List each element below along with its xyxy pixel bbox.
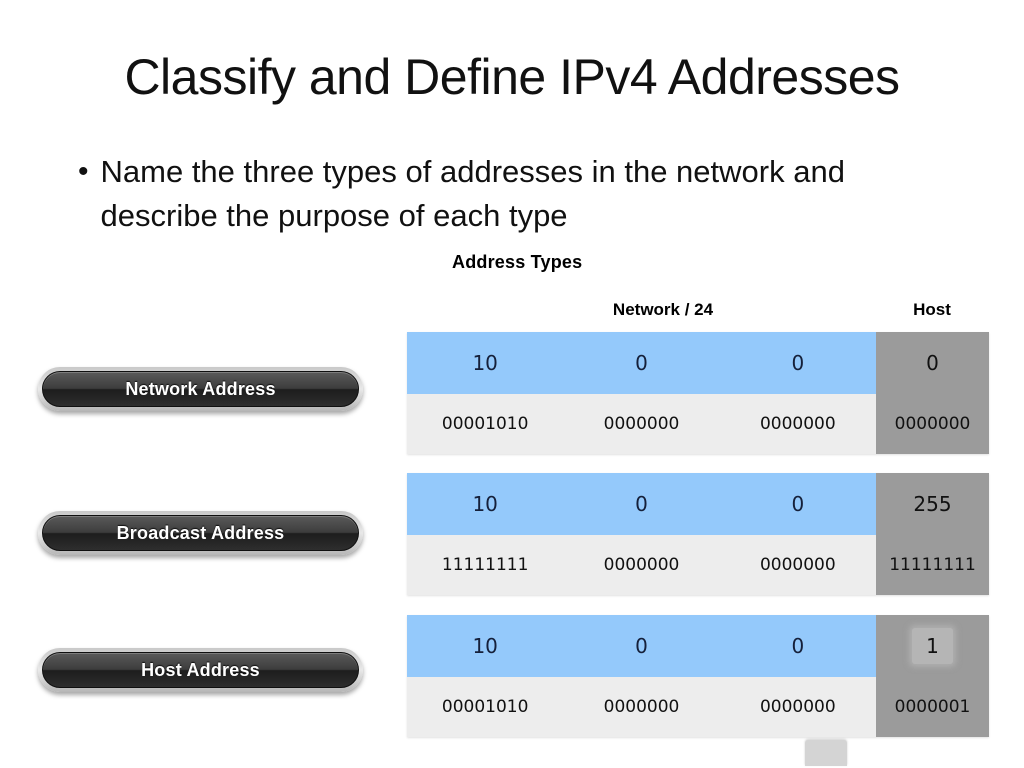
label-button-network-address[interactable]: Network Address [38, 367, 363, 411]
binary-row: 00001010 0000000 0000000 0000000 [407, 394, 989, 454]
octet: 0000000 [759, 414, 836, 434]
host-octet: 0 [926, 351, 939, 375]
octet: 00001010 [441, 414, 529, 434]
button-face: Broadcast Address [42, 515, 359, 551]
network-portion: 00001010 0000000 0000000 [407, 677, 876, 737]
button-label: Broadcast Address [116, 522, 285, 543]
button-label: Network Address [125, 378, 276, 399]
octet: 00001010 [441, 697, 529, 717]
cut-off-shape [805, 740, 847, 766]
host-portion: 1 [876, 615, 989, 677]
bullet-dot-icon: • [78, 155, 89, 188]
host-octet-highlighted: 1 [912, 628, 953, 664]
host-portion: 0000001 [876, 677, 989, 737]
decimal-row: 10 0 0 0 [407, 332, 989, 394]
network-portion: 11111111 0000000 0000000 [407, 535, 876, 595]
list-item: • Name the three types of addresses in t… [78, 150, 978, 238]
host-octet: 0000000 [894, 414, 971, 434]
binary-row: 00001010 0000000 0000000 0000001 [407, 677, 989, 737]
column-header-host: Host [913, 300, 951, 319]
column-header-network: Network / 24 [612, 300, 714, 319]
octet: 0 [791, 634, 805, 658]
octet: 10 [472, 634, 498, 658]
host-portion: 255 [876, 473, 989, 535]
page-title: Classify and Define IPv4 Addresses [124, 49, 900, 105]
table-row: 10 0 0 1 00001010 0000000 0000000 000000… [407, 615, 989, 737]
octet: 10 [472, 351, 498, 375]
table-row: 10 0 0 255 11111111 0000000 0000000 1111… [407, 473, 989, 595]
label-button-broadcast-address[interactable]: Broadcast Address [38, 511, 363, 555]
label-button-host-address[interactable]: Host Address [38, 648, 363, 692]
network-portion: 00001010 0000000 0000000 [407, 394, 876, 454]
octet: 11111111 [441, 555, 529, 575]
host-portion: 0 [876, 332, 989, 394]
octet: 0000000 [603, 697, 680, 717]
octet: 0000000 [603, 414, 680, 434]
host-portion: 0000000 [876, 394, 989, 454]
network-portion: 10 0 0 [407, 473, 876, 535]
diagram-title: Address Types [452, 252, 583, 272]
binary-row: 11111111 0000000 0000000 11111111 [407, 535, 989, 595]
bullet-text: Name the three types of addresses in the… [100, 154, 845, 233]
host-portion: 11111111 [876, 535, 989, 595]
decimal-row: 10 0 0 1 [407, 615, 989, 677]
button-label: Host Address [141, 659, 260, 680]
button-face: Network Address [42, 371, 359, 407]
octet: 0 [791, 351, 805, 375]
host-octet: 11111111 [889, 555, 976, 575]
decimal-row: 10 0 0 255 [407, 473, 989, 535]
octet: 0000000 [759, 697, 836, 717]
octet: 0000000 [759, 555, 836, 575]
network-portion: 10 0 0 [407, 332, 876, 394]
octet: 0 [635, 492, 648, 516]
table-row: 10 0 0 0 00001010 0000000 0000000 000000… [407, 332, 989, 454]
octet: 0 [635, 634, 648, 658]
network-portion: 10 0 0 [407, 615, 876, 677]
octet: 0 [791, 492, 805, 516]
host-octet: 0000001 [894, 697, 971, 717]
octet: 10 [472, 492, 498, 516]
button-face: Host Address [42, 652, 359, 688]
host-octet: 255 [913, 492, 952, 516]
octet: 0 [635, 351, 648, 375]
octet: 0000000 [603, 555, 680, 575]
bullet-list: • Name the three types of addresses in t… [78, 150, 978, 238]
